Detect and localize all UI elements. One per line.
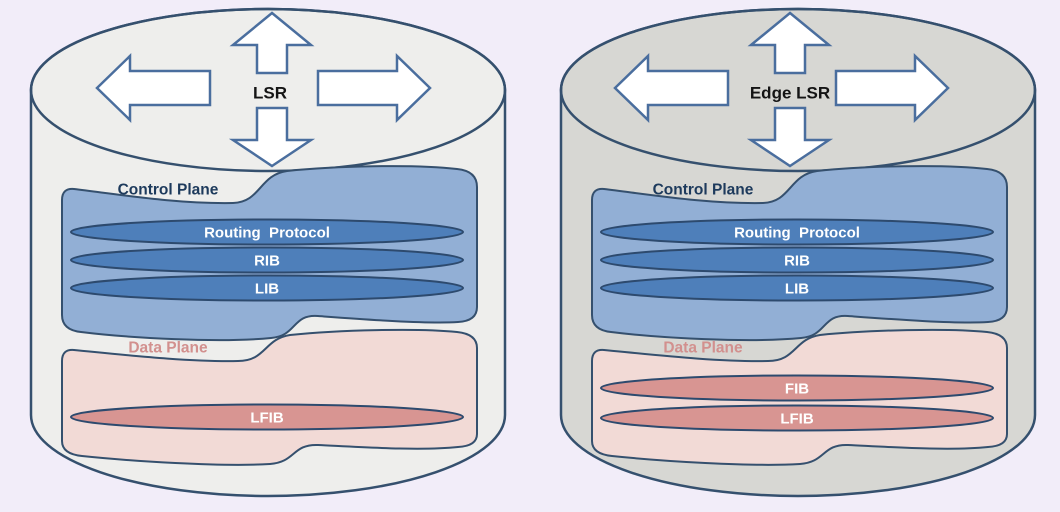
lib-label: LIB [255, 281, 279, 298]
lib-pill [70, 274, 464, 302]
lfib-pill [70, 403, 464, 431]
left-arrow-icon [95, 53, 212, 123]
down-arrow-icon [228, 106, 316, 168]
router-arrows: LSR [95, 11, 432, 168]
cylinder-top-ellipse [559, 7, 1037, 173]
lib-label: LIB [785, 281, 809, 298]
control-plane-label: Control Plane [653, 182, 754, 199]
down-arrow-icon [746, 106, 834, 168]
fib-label: FIB [785, 381, 809, 398]
lsr-cylinder: LSR Control Plane Routing Protocol RIB L… [28, 6, 508, 506]
routing-protocol-label: Routing Protocol [204, 225, 330, 242]
up-arrow-icon [229, 11, 315, 75]
up-arrow-icon [747, 11, 833, 75]
data-plane-label: Data Plane [128, 340, 208, 357]
edge-lsr-cylinder: Edge LSR Control Plane Routing Protocol … [558, 6, 1038, 506]
rib-label: RIB [254, 253, 280, 270]
rib-label: RIB [784, 253, 810, 270]
data-plane-region [61, 328, 478, 466]
right-arrow-icon [316, 53, 432, 123]
lfib-label: LFIB [780, 411, 813, 428]
routing-protocol-label: Routing Protocol [734, 225, 860, 242]
data-plane-label: Data Plane [663, 340, 743, 357]
cylinder-top-ellipse [29, 7, 507, 173]
lfib-pill [600, 404, 994, 432]
routing-protocol-pill [600, 218, 994, 246]
rib-pill [600, 246, 994, 274]
lsr-label: LSR [253, 84, 287, 103]
right-arrow-icon [834, 53, 950, 123]
lfib-label: LFIB [250, 410, 283, 427]
lib-pill [600, 274, 994, 302]
control-plane-label: Control Plane [118, 182, 219, 199]
left-arrow-icon [613, 53, 730, 123]
router-arrows: Edge LSR [613, 11, 950, 168]
edge-lsr-label: Edge LSR [750, 84, 830, 103]
fib-pill [600, 374, 994, 402]
routing-protocol-pill [70, 218, 464, 246]
rib-pill [70, 246, 464, 274]
